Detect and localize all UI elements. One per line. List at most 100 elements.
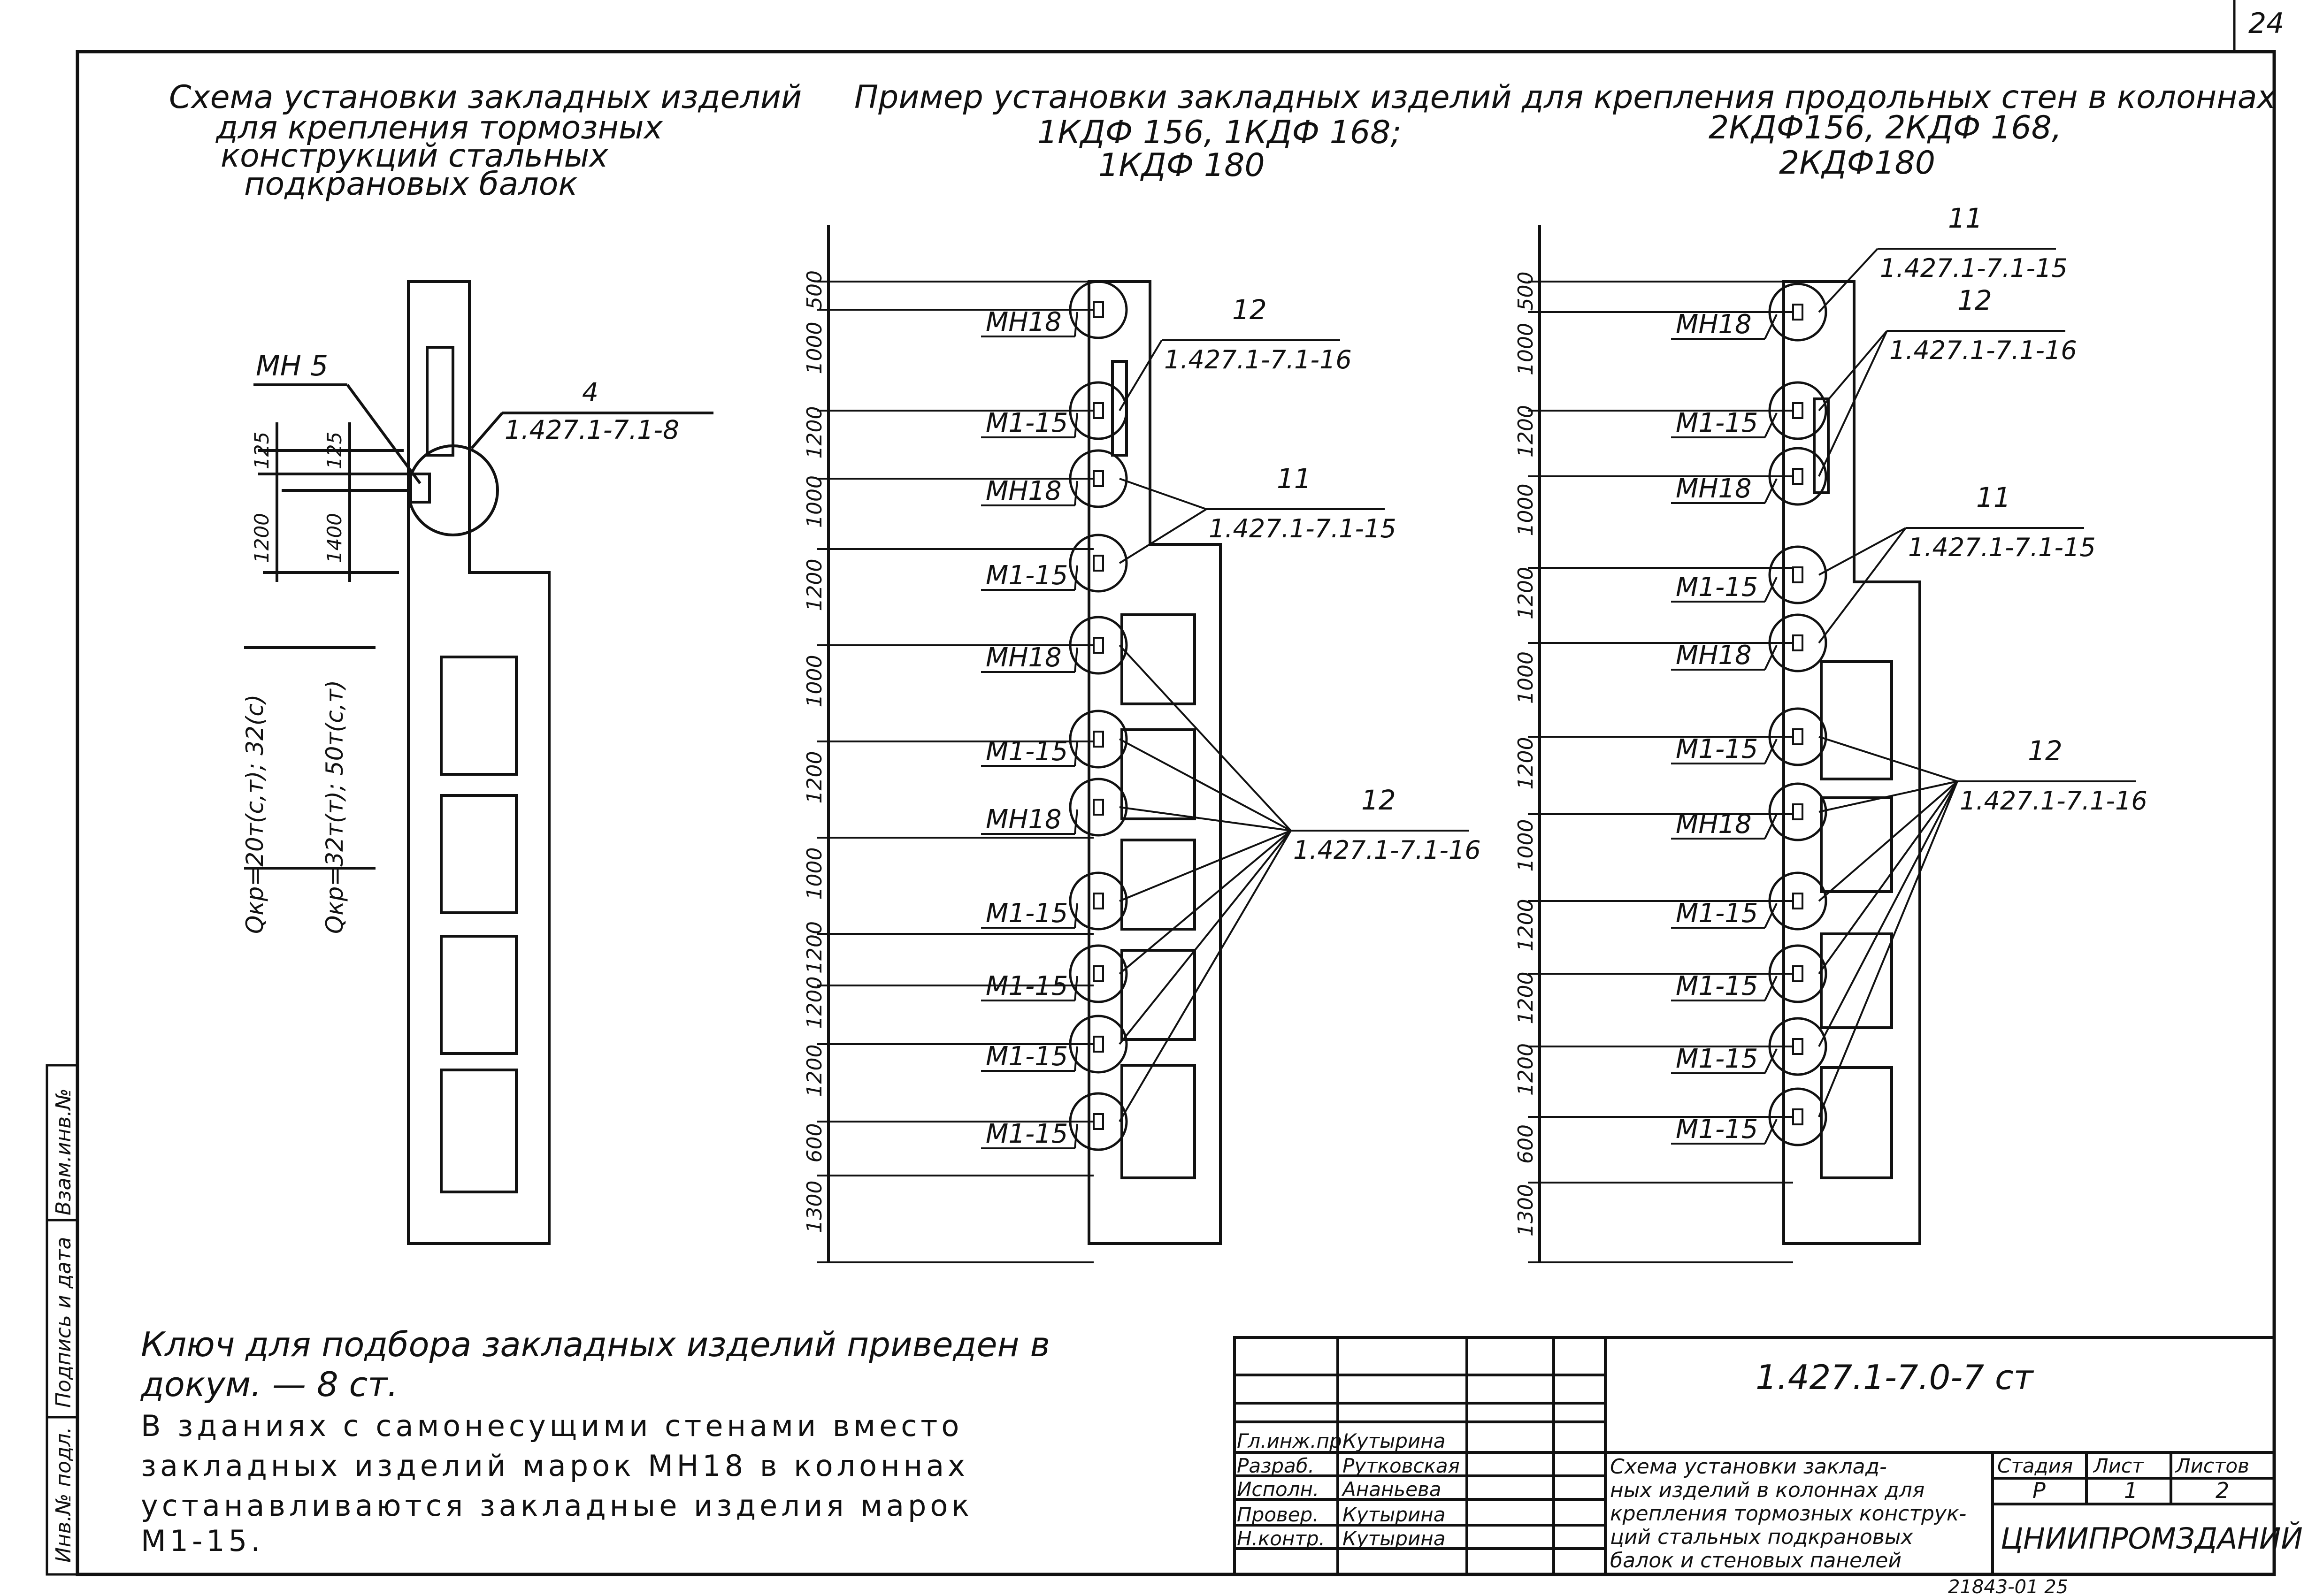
staff-role-3: Исполн. xyxy=(1237,1478,1319,1501)
insert-circle xyxy=(1069,280,1128,339)
insert-label: М1-15 xyxy=(986,1119,1068,1149)
column-1-dynamic: 5001000120010001200100012001000120012001… xyxy=(803,270,1481,1263)
insert-circle xyxy=(1069,534,1128,593)
note-body-line-4: М1-15. xyxy=(141,1524,264,1558)
callout-number: 12 xyxy=(1361,784,1396,816)
note-body-line-3: устанавливаются закладные изделия марок xyxy=(141,1489,973,1523)
callout-leader xyxy=(1119,339,1163,412)
insert-plate xyxy=(1792,1108,1803,1125)
callout-leader xyxy=(1818,330,1888,412)
insert-label: МН18 xyxy=(986,804,1062,835)
dim-label: 1000 xyxy=(803,322,827,374)
insert-plate xyxy=(1093,637,1104,654)
callout-leader xyxy=(1119,478,1207,510)
dim-label: 1300 xyxy=(803,1181,827,1233)
left-dim-3: 1200 xyxy=(250,513,273,563)
footer-code: 21843-01 25 xyxy=(1948,1576,2068,1596)
title-block xyxy=(1233,1336,2276,1576)
sheets-value: 2 xyxy=(2216,1478,2229,1503)
insert-plate xyxy=(1792,965,1803,982)
col2-marks-1: 2КДФ156, 2КДФ 168, xyxy=(1709,109,2062,146)
insert-circle xyxy=(1768,871,1827,931)
insert-label: М1-15 xyxy=(1676,898,1758,929)
stamp-signature-date: Подпись и дата xyxy=(52,1237,76,1408)
callout-number: 12 xyxy=(2028,735,2063,767)
insert-plate xyxy=(1093,1113,1104,1130)
col1-marks-2: 1КДФ 180 xyxy=(1098,147,1265,184)
desc-line-4: ций стальных подкрановых xyxy=(1610,1525,1913,1549)
insert-plate xyxy=(1093,470,1104,487)
insert-plate xyxy=(1792,566,1803,583)
column-2-scheme xyxy=(1538,225,1921,1262)
insert-plate xyxy=(1792,1038,1803,1055)
callout-leader xyxy=(1818,736,1958,782)
left-dim-4: 1400 xyxy=(323,513,346,563)
insert-label: М1-15 xyxy=(986,408,1068,438)
dim-label: 1000 xyxy=(803,848,827,900)
note-body-line-1: В зданиях с самонесущими стенами вместо xyxy=(141,1409,963,1443)
callout-leader xyxy=(1818,780,1958,902)
dim-label: 1200 xyxy=(1514,899,1538,952)
insert-label: МН18 xyxy=(1676,809,1752,840)
dim-label: 1200 xyxy=(803,751,827,804)
dim-label: 1200 xyxy=(1514,405,1538,458)
dim-label: 1200 xyxy=(1514,1043,1538,1096)
note-body: В зданиях с самонесущими стенами вместо … xyxy=(141,1409,973,1558)
insert-plate xyxy=(1792,728,1803,745)
dim-label: 600 xyxy=(1514,1124,1538,1164)
label-leader xyxy=(1074,647,1078,672)
title-left: Схема установки закладных изделий для кр… xyxy=(169,79,802,203)
insert-plate xyxy=(1792,402,1803,419)
dim-label: 1200 xyxy=(1514,567,1538,619)
insert-label: МН18 xyxy=(986,307,1062,337)
staff-name-5: Кутырина xyxy=(1342,1527,1445,1550)
title-middle: Пример установки закладных изделий для к… xyxy=(854,79,2276,116)
dim-label: 1000 xyxy=(1514,323,1538,375)
insert-circle xyxy=(1069,1015,1128,1074)
sheet-frame xyxy=(76,50,2276,1576)
callout-leader xyxy=(1818,780,1958,975)
dim-label: 1000 xyxy=(1514,484,1538,536)
label-leader xyxy=(1764,1048,1778,1074)
callout-leader xyxy=(1119,830,1292,975)
title-left-line-4: подкрановых балок xyxy=(244,166,577,203)
callout-leader xyxy=(1119,830,1292,1123)
label-leader xyxy=(1074,565,1078,590)
label-leader xyxy=(1074,312,1078,337)
dim-label: 1200 xyxy=(803,1045,827,1097)
title-left-line-1: Схема установки закладных изделий xyxy=(169,79,802,116)
callout-leader xyxy=(1818,781,1958,1117)
label-leader xyxy=(1074,903,1078,928)
dim-label: 600 xyxy=(803,1123,827,1163)
insert-plate xyxy=(1093,799,1104,816)
col2-marks-2: 2КДФ180 xyxy=(1779,145,1935,182)
page-number: 24 xyxy=(2248,7,2284,40)
note-key-line-1: Ключ для подбора закладных изделий приве… xyxy=(141,1325,1050,1364)
callout-leader xyxy=(1119,830,1292,1045)
staff-name-2: Рутковская xyxy=(1342,1454,1460,1477)
insert-label: М1-15 xyxy=(1676,572,1758,603)
dim-label: 1200 xyxy=(803,977,827,1029)
staff-role-5: Н.контр. xyxy=(1237,1527,1325,1550)
note-body-line-2: закладных изделий марок МН18 в колоннах xyxy=(141,1449,969,1483)
insert-circle xyxy=(1069,944,1128,1003)
label-leader xyxy=(1764,814,1778,839)
insert-plate xyxy=(1093,555,1104,572)
label-leader xyxy=(1764,739,1778,764)
staff-role-4: Провер. xyxy=(1237,1503,1319,1526)
staff-list: Гл.инж.пр. Кутырина Разраб. Рутковская И… xyxy=(1237,1429,1460,1550)
insert-circle xyxy=(1069,616,1128,675)
stage-value: Р xyxy=(2032,1478,2046,1503)
insert-plate xyxy=(1093,893,1104,909)
dim-label: 1200 xyxy=(1514,972,1538,1024)
insert-label: М1-15 xyxy=(1676,734,1758,764)
callout-leader xyxy=(1818,330,1888,477)
title-left-line-2: для крепления тормозных xyxy=(215,109,663,146)
label-leader xyxy=(1074,741,1078,766)
staff-name-3: Ананьева xyxy=(1341,1478,1441,1501)
dim-label: 500 xyxy=(1514,272,1538,311)
insert-circle xyxy=(1768,707,1827,766)
left-dim-1: 125 xyxy=(250,432,273,469)
insert-circle xyxy=(1768,381,1827,440)
label-leader xyxy=(1764,577,1778,602)
